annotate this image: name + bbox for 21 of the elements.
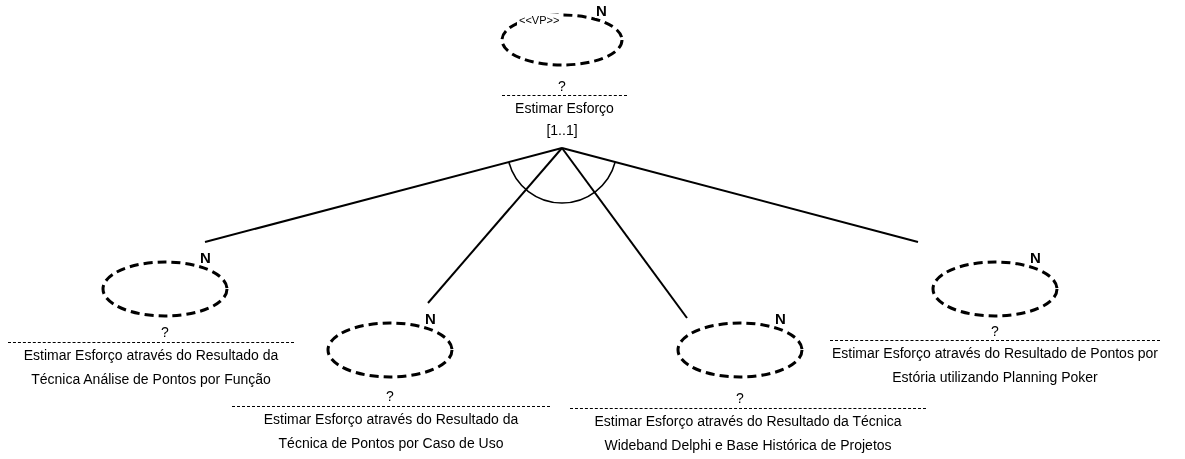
- feature-mark: N: [1029, 250, 1042, 265]
- optional-mark: ?: [735, 390, 745, 406]
- connector-line: [561, 147, 688, 319]
- optional-mark: ?: [385, 388, 395, 404]
- connector-line: [561, 147, 919, 243]
- feature-name: Estimar Esforço: [514, 99, 615, 118]
- optional-mark: ?: [557, 78, 567, 94]
- connector-line: [204, 147, 563, 243]
- feature-mark: N: [595, 3, 608, 18]
- feature-mark: N: [199, 250, 212, 265]
- stereotype: <<VP>>: [517, 14, 562, 26]
- feature-name: Estimar Esforço através do Resultado da Técnica Wideband Delphi e Base Histórica de Projetos: [593, 412, 903, 455]
- feature-name: Estimar Esforço através do Resultado da Técnica de Pontos por Caso de Uso: [262, 410, 520, 453]
- optional-mark: ?: [160, 324, 170, 340]
- feature-name: Estimar Esforço através do Resultado da Técnica Análise de Pontos por Função: [22, 346, 280, 389]
- feature-mark: N: [774, 311, 787, 326]
- cardinality: [1..1]: [545, 122, 579, 138]
- optional-mark: ?: [990, 323, 1000, 339]
- feature-mark: N: [424, 311, 437, 326]
- connector-line: [427, 147, 563, 304]
- feature-name: Estimar Esforço através do Resultado de Pontos por Estória utilizando Planning Poker: [830, 344, 1160, 387]
